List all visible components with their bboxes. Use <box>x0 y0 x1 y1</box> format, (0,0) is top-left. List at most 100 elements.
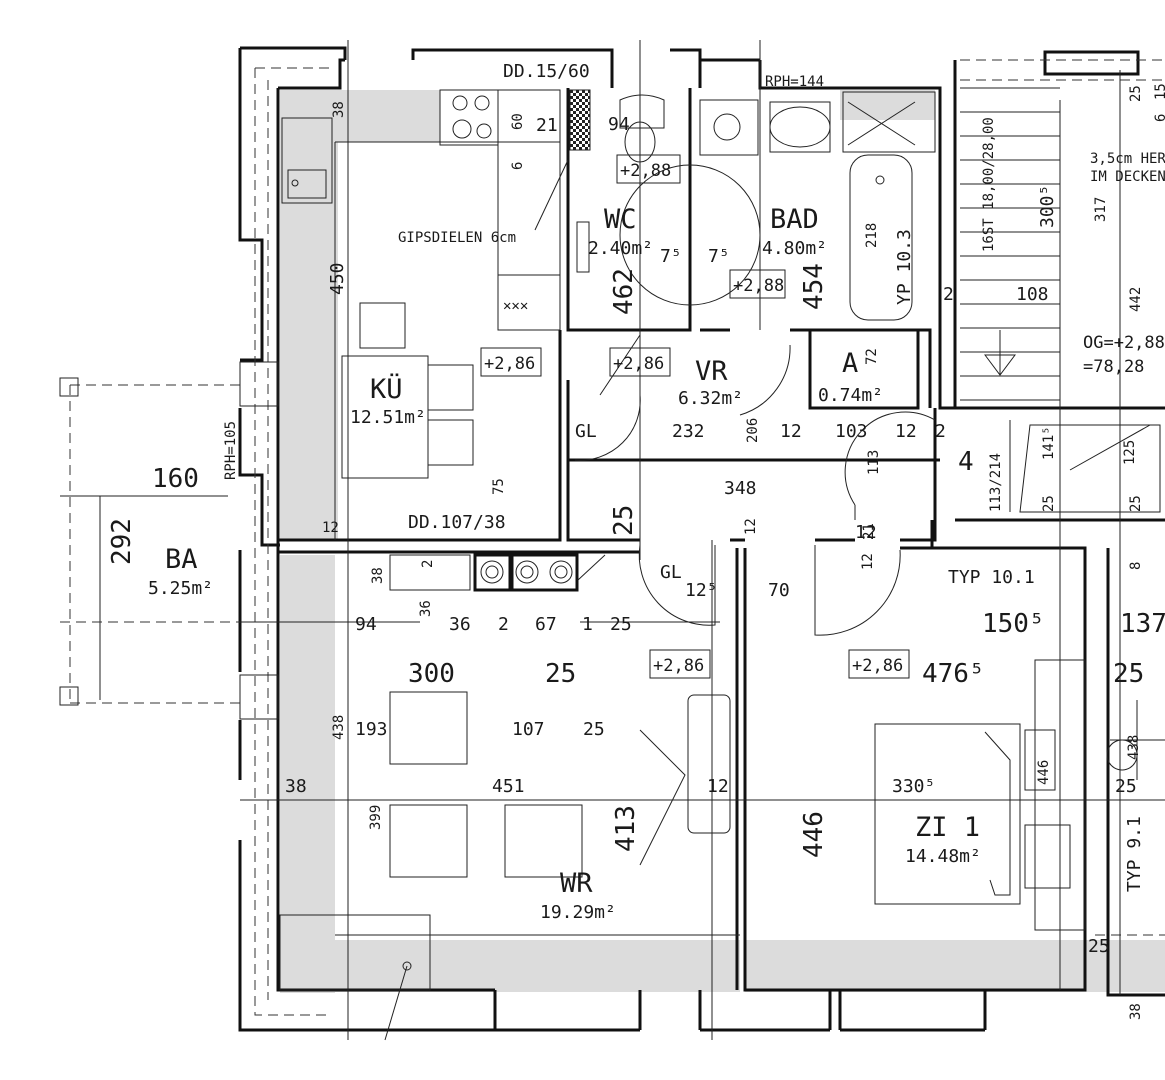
dim-25g: 25 <box>583 719 605 740</box>
level-hall: +2,86 <box>613 354 664 374</box>
note-gl-2: GL <box>660 562 682 583</box>
dim-36: 36 <box>418 600 434 617</box>
dim-12g: 12 <box>860 553 876 570</box>
room-area-kitchen: 12.51m² <box>350 407 426 428</box>
dimensions-vertical: 38 60 6 450 462 454 218 300⁵ 317 442 72 … <box>107 83 1165 1020</box>
dim-25e: 25 <box>545 659 576 689</box>
dim-413: 413 <box>611 805 641 852</box>
dim-67: 67 <box>535 614 557 635</box>
dim-206: 206 <box>745 418 761 443</box>
dim-38c: 38 <box>285 776 307 797</box>
level-kitchen: +2,86 <box>484 354 535 374</box>
dim-21: 21 <box>536 115 558 136</box>
dim-125: 125 <box>1122 440 1138 465</box>
dim-125b: 12⁵ <box>685 580 718 601</box>
doors <box>574 334 1161 636</box>
dim-75b: 7⁵ <box>708 246 730 267</box>
dim-6: 6 <box>510 162 526 170</box>
level-labels: +2,88 +2,88 +2,86 +2,86 +2,86 +2,86 <box>484 161 903 676</box>
kitchen-fixtures: ✕✕✕ <box>281 89 591 479</box>
level-bath: +2,88 <box>733 276 784 296</box>
room-area-storage: 0.74m² <box>818 385 883 406</box>
bath-fixtures <box>576 91 936 321</box>
dim-4765: 476⁵ <box>922 659 985 689</box>
dim-75a: 7⁵ <box>660 246 682 267</box>
dim-2d: 2 <box>498 614 509 635</box>
dim-38a: 38 <box>331 101 347 118</box>
dim-451: 451 <box>492 776 525 797</box>
dim-25b: 25 <box>1128 495 1144 512</box>
dim-75c: 75 <box>491 478 507 495</box>
dim-25j: 25 <box>1128 85 1144 102</box>
level-wc: +2,88 <box>620 161 671 181</box>
room-name-bath: BAD <box>770 204 819 235</box>
room-name-bedroom: ZI 1 <box>915 812 980 843</box>
dim-25d: 25 <box>610 614 632 635</box>
note-yp: YP 10.3 <box>894 229 915 305</box>
dim-108: 108 <box>1016 284 1049 305</box>
dim-107: 107 <box>512 719 545 740</box>
dim-113: 113 <box>866 450 882 475</box>
dim-94b: 94 <box>355 614 377 635</box>
dim-160: 160 <box>152 464 199 494</box>
note-door-4: 4 <box>958 447 974 477</box>
note-typ-101: TYP 10.1 <box>948 567 1035 588</box>
dim-2c: 2 <box>420 560 436 568</box>
note-gl-1: GL <box>575 421 597 442</box>
room-name-storage: A <box>842 348 858 379</box>
annotations: DD.15/60 RPH=144 GIPSDIELEN 6cm DD.107/3… <box>223 61 1165 892</box>
note-dd-bottom: DD.107/38 <box>408 512 506 533</box>
dim-1375: 137⁵ <box>1120 609 1165 639</box>
dim-6b: 6 <box>1153 114 1165 122</box>
room-name-wc: WC <box>604 204 637 235</box>
chimney-blocks <box>389 553 606 592</box>
room-labels: KÜ 12.51m² WC 2.40m² BAD 4.80m² VR 6.32m… <box>148 204 981 923</box>
dim-25i: 25 <box>1088 936 1110 957</box>
dim-2b: 2 <box>935 421 946 442</box>
dim-21b: 21 <box>861 523 877 540</box>
dim-450: 450 <box>327 262 348 295</box>
dim-438: 438 <box>331 715 347 740</box>
dim-25c: 25 <box>609 505 639 536</box>
exterior-walls <box>238 46 1165 1032</box>
dim-12b: 12 <box>895 421 917 442</box>
stairs <box>960 87 1165 780</box>
dim-438b: 438 <box>1126 735 1142 760</box>
dim-38d: 38 <box>1128 1003 1144 1020</box>
note-og-level-1: OG=+2,88 <box>1083 333 1165 353</box>
room-name-kitchen: KÜ <box>370 373 403 405</box>
dim-25a: 25 <box>1041 495 1057 512</box>
note-rph-top: RPH=144 <box>765 74 824 90</box>
dim-442: 442 <box>1128 287 1144 312</box>
dimensions-horizontal: 21 94 7⁵ 7⁵ 108 2 232 12 103 12 2 160 34… <box>152 114 1165 957</box>
dim-446: 446 <box>799 811 829 858</box>
note-stair-steps: 16ST 18,00/28,00 <box>981 117 997 252</box>
dim-317: 317 <box>1093 197 1109 222</box>
dim-232: 232 <box>672 421 705 442</box>
dim-3005: 300⁵ <box>1037 185 1058 228</box>
dim-1505: 150⁵ <box>982 609 1045 639</box>
dim-8: 8 <box>1128 562 1144 570</box>
dim-1: 1 <box>582 614 593 635</box>
dim-70: 70 <box>768 580 790 601</box>
dim-12f: 12 <box>707 776 729 797</box>
dim-60: 60 <box>510 113 526 130</box>
dim-2: 2 <box>943 284 954 305</box>
level-bedroom: +2,86 <box>852 656 903 676</box>
note-typ-91: TYP 9.1 <box>1124 816 1145 892</box>
note-door-4-size: 113/214 <box>988 453 1004 512</box>
note-stair-2: IM DECKENBE <box>1090 169 1165 185</box>
dim-1415: 141⁵ <box>1041 426 1057 460</box>
dim-300: 300 <box>408 659 455 689</box>
dim-454: 454 <box>799 263 829 310</box>
note-dd-top: DD.15/60 <box>503 61 590 82</box>
level-living: +2,86 <box>653 656 704 676</box>
dim-446b: 446 <box>1036 760 1052 785</box>
bedroom-fixtures <box>874 659 1086 931</box>
note-gipsdielen: GIPSDIELEN 6cm <box>398 230 516 246</box>
dim-292: 292 <box>107 518 137 565</box>
dim-36b: 36 <box>449 614 471 635</box>
room-area-bedroom: 14.48m² <box>905 846 981 867</box>
insulation-bands <box>280 90 1165 993</box>
